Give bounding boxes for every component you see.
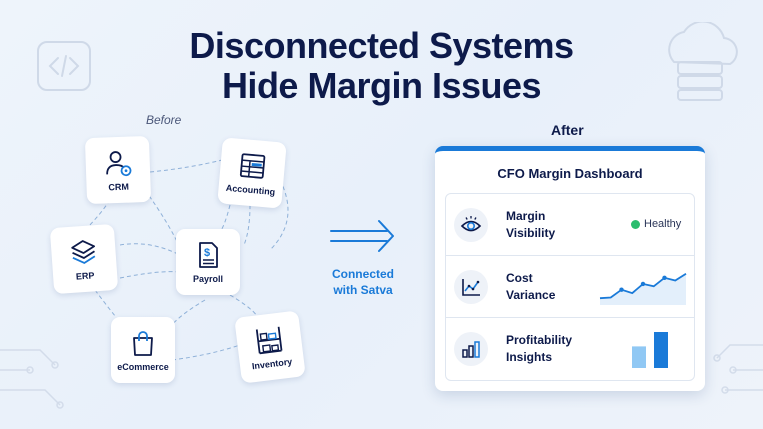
system-card-crm: CRM	[84, 135, 152, 205]
dashboard-row-profitability-insights: Profitability Insights	[446, 318, 694, 380]
title-line-2: Hide Margin Issues	[221, 65, 542, 106]
eye-icon	[460, 216, 482, 232]
before-label: Before	[146, 113, 182, 127]
cloud-server-icon	[668, 22, 738, 101]
cfo-dashboard-card: CFO Margin Dashboard Margin Visibility H…	[435, 146, 705, 391]
system-label: eCommerce	[117, 362, 169, 372]
title-line-1: Disconnected Systems	[189, 25, 574, 66]
page-title: Disconnected Systems Hide Margin Issues	[0, 26, 763, 106]
spreadsheet-icon	[239, 153, 266, 179]
shopping-bag-icon	[133, 331, 153, 356]
connector-caption: Connected with Satva	[320, 266, 406, 298]
system-label: Accounting	[225, 182, 276, 198]
cost-variance-sparkline	[599, 272, 687, 305]
row-label-line-2: Insights	[506, 350, 553, 364]
connector-line-2: with Satva	[333, 283, 393, 297]
dashboard-row-margin-visibility: Margin Visibility Healthy	[446, 194, 694, 256]
profitability-bar	[654, 332, 668, 368]
row-icon-wrap	[454, 208, 488, 242]
code-brackets-icon	[37, 41, 91, 91]
row-icon-wrap	[454, 270, 488, 304]
row-label: Cost Variance	[506, 270, 586, 304]
system-card-accounting: Accounting	[217, 137, 287, 209]
connector-line-1: Connected	[331, 267, 394, 281]
row-label-line-1: Cost	[506, 271, 533, 285]
sparkline-point	[640, 281, 646, 287]
svg-text:$: $	[204, 247, 210, 259]
system-label: Inventory	[251, 356, 293, 372]
row-label-line-1: Margin	[506, 209, 546, 223]
layers-icon	[71, 240, 96, 264]
profitability-bar	[632, 346, 646, 368]
system-card-payroll: $ Payroll	[176, 229, 240, 295]
sparkline-point	[619, 287, 624, 292]
system-card-erp: ERP	[49, 223, 119, 295]
status-badge: Healthy	[631, 218, 681, 230]
after-label: After	[551, 122, 584, 138]
user-icon	[106, 151, 132, 177]
line-chart-icon	[462, 279, 480, 296]
dashboard-title: CFO Margin Dashboard	[497, 166, 643, 181]
warehouse-shelf-icon	[255, 326, 283, 355]
double-arrow-right-icon	[330, 220, 394, 252]
row-label-line-2: Variance	[506, 288, 556, 302]
dashboard-rows: Margin Visibility Healthy Cost Va	[445, 193, 695, 381]
sparkline-area	[600, 273, 686, 305]
system-label: CRM	[108, 181, 130, 193]
status-text: Healthy	[644, 218, 682, 230]
circuit-lines-decoration	[713, 344, 763, 394]
healthy-dot-icon	[631, 219, 640, 229]
system-label: Payroll	[192, 274, 223, 284]
row-icon-wrap	[454, 332, 488, 366]
system-card-inventory: Inventory	[234, 310, 306, 384]
dashboard-row-cost-variance: Cost Variance	[446, 256, 694, 318]
profitability-bars	[632, 332, 668, 368]
dollar-document-icon: $	[199, 242, 218, 268]
row-label-line-1: Profitability	[506, 333, 573, 347]
system-label: ERP	[75, 270, 95, 282]
row-label-line-2: Visibility	[506, 226, 556, 240]
sparkline-point	[662, 275, 667, 280]
bar-chart-icon	[462, 341, 480, 358]
system-card-ecommerce: eCommerce	[111, 317, 175, 383]
circuit-lines-decoration	[0, 349, 64, 409]
row-label: Margin Visibility	[506, 208, 586, 242]
row-label: Profitability Insights	[506, 332, 586, 366]
